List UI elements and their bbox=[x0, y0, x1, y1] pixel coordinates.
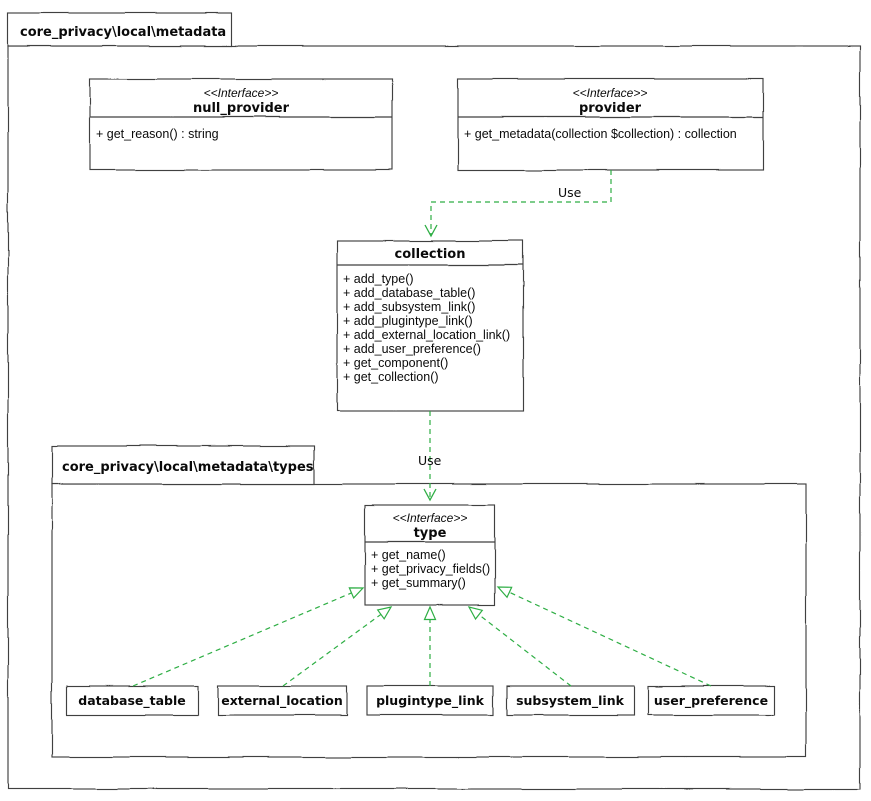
collection-method: + add_plugintype_link() bbox=[343, 314, 473, 328]
class-box-plugintype-link bbox=[366, 685, 494, 716]
null-provider-stereotype: <<Interface>> bbox=[204, 86, 279, 100]
database-table-name: database_table bbox=[78, 693, 185, 709]
external-location-name: external_location bbox=[221, 693, 343, 709]
collection-name: collection bbox=[395, 247, 466, 262]
inner-package-title: core_privacy\local\metadata\types bbox=[62, 460, 314, 475]
user-preference-name: user_preference bbox=[654, 693, 768, 709]
class-box-type bbox=[364, 504, 496, 606]
provider-name: provider bbox=[579, 101, 642, 116]
subsystem-link-name: subsystem_link bbox=[516, 693, 625, 709]
labels: core_privacy\local\metadata core_privacy… bbox=[20, 25, 768, 709]
collection-method: + add_subsystem_link() bbox=[343, 300, 475, 314]
class-box-null-provider bbox=[89, 78, 393, 171]
collection-method: + get_component() bbox=[343, 356, 448, 370]
realization-arrow-user-preference-to-type bbox=[496, 586, 712, 687]
provider-method: + get_metadata(collection $collection) :… bbox=[464, 127, 737, 141]
inner-package-tab bbox=[51, 445, 315, 485]
collection-method: + add_user_preference() bbox=[343, 342, 481, 356]
class-box-external-location bbox=[217, 685, 348, 716]
collection-method: + add_database_table() bbox=[343, 286, 475, 300]
plugintype-link-name: plugintype_link bbox=[376, 693, 485, 709]
use-label-provider-collection: Use bbox=[558, 185, 582, 200]
provider-stereotype: <<Interface>> bbox=[573, 86, 648, 100]
class-box-provider bbox=[457, 78, 764, 171]
class-box-database-table bbox=[66, 685, 199, 716]
realization-arrow-database-table-to-type bbox=[132, 587, 365, 687]
class-box-user-preference bbox=[647, 685, 775, 716]
edges bbox=[132, 170, 712, 687]
outer-package-title: core_privacy\local\metadata bbox=[20, 25, 226, 40]
type-stereotype: <<Interface>> bbox=[393, 511, 468, 525]
null-provider-name: null_provider bbox=[193, 101, 290, 116]
type-method: + get_name() bbox=[371, 548, 446, 562]
null-provider-method: + get_reason() : string bbox=[96, 127, 219, 141]
outer-package-tab bbox=[7, 12, 233, 47]
type-name: type bbox=[414, 526, 447, 541]
collection-method: + add_type() bbox=[343, 272, 414, 286]
class-box-collection bbox=[336, 240, 524, 412]
type-method: + get_summary() bbox=[371, 576, 466, 590]
collection-method: + get_collection() bbox=[343, 370, 439, 384]
dependency-arrow-provider-to-collection bbox=[424, 170, 612, 238]
class-box-subsystem-link bbox=[506, 685, 635, 716]
collection-method: + add_external_location_link() bbox=[343, 328, 510, 342]
type-method: + get_privacy_fields() bbox=[371, 562, 490, 576]
realization-arrow-external-location-to-type bbox=[282, 606, 393, 687]
realization-arrow-subsystem-link-to-type bbox=[467, 606, 572, 687]
use-label-collection-type: Use bbox=[418, 453, 442, 468]
